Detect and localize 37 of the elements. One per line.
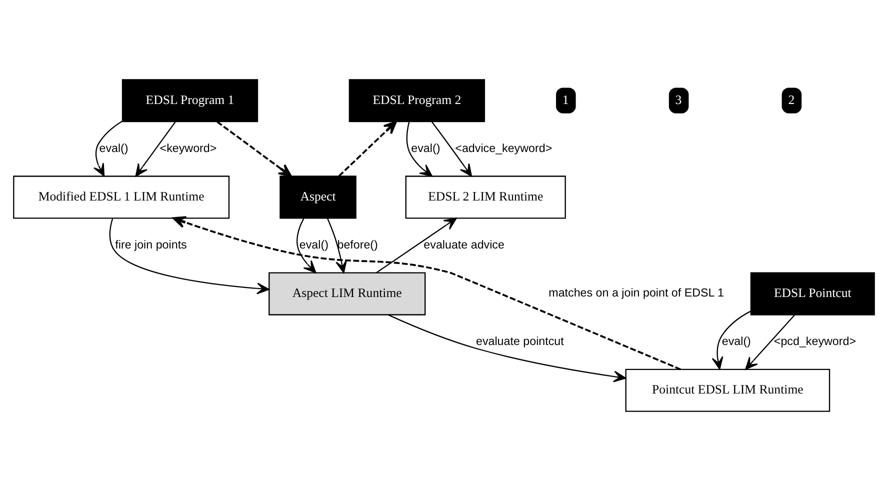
arrow <box>406 121 433 176</box>
node-box: Aspect <box>280 175 356 218</box>
edge-label: fire join points <box>115 238 187 251</box>
edge-label: <advice_keyword> <box>455 141 552 154</box>
arrow <box>172 216 682 370</box>
edge-label: <pcd_keyword> <box>774 334 856 348</box>
node-box: Aspect LIM Runtime <box>268 272 426 315</box>
arrow <box>216 120 292 177</box>
arrow <box>745 314 796 370</box>
edge-label: eval() <box>722 334 751 348</box>
label: 2 <box>788 92 795 106</box>
edge-label: matches on a join point of EDSL 1 <box>548 286 724 300</box>
edge-label: evaluate advice <box>424 238 504 251</box>
node-box: Modified EDSL 1 LIM Runtime <box>13 175 230 218</box>
arrow <box>326 218 348 273</box>
arrow <box>109 218 270 294</box>
arrow <box>135 120 176 176</box>
arrow <box>296 218 316 273</box>
edge-label: eval() <box>99 141 128 154</box>
node-box: Pointcut EDSL LIM Runtime <box>625 368 830 412</box>
edge-label: eval() <box>411 141 440 154</box>
node-box: EDSL 2 LIM Runtime <box>405 175 566 218</box>
edge-label: before() <box>337 238 378 251</box>
arrow <box>388 314 626 382</box>
arrow <box>712 310 752 370</box>
label: 3 <box>675 92 682 106</box>
arrow <box>338 120 397 176</box>
edge-label: eval() <box>299 238 328 251</box>
label: 1 <box>562 92 569 106</box>
edge-label: <keyword> <box>160 141 217 154</box>
node-box: EDSL Program 1 <box>122 78 258 122</box>
node-box: EDSL Pointcut <box>750 272 875 315</box>
arrow <box>431 120 472 176</box>
arrow <box>93 120 122 176</box>
node-box: EDSL Program 2 <box>348 78 486 122</box>
arrow <box>376 217 457 273</box>
edge-label: evaluate pointcut <box>476 334 564 348</box>
